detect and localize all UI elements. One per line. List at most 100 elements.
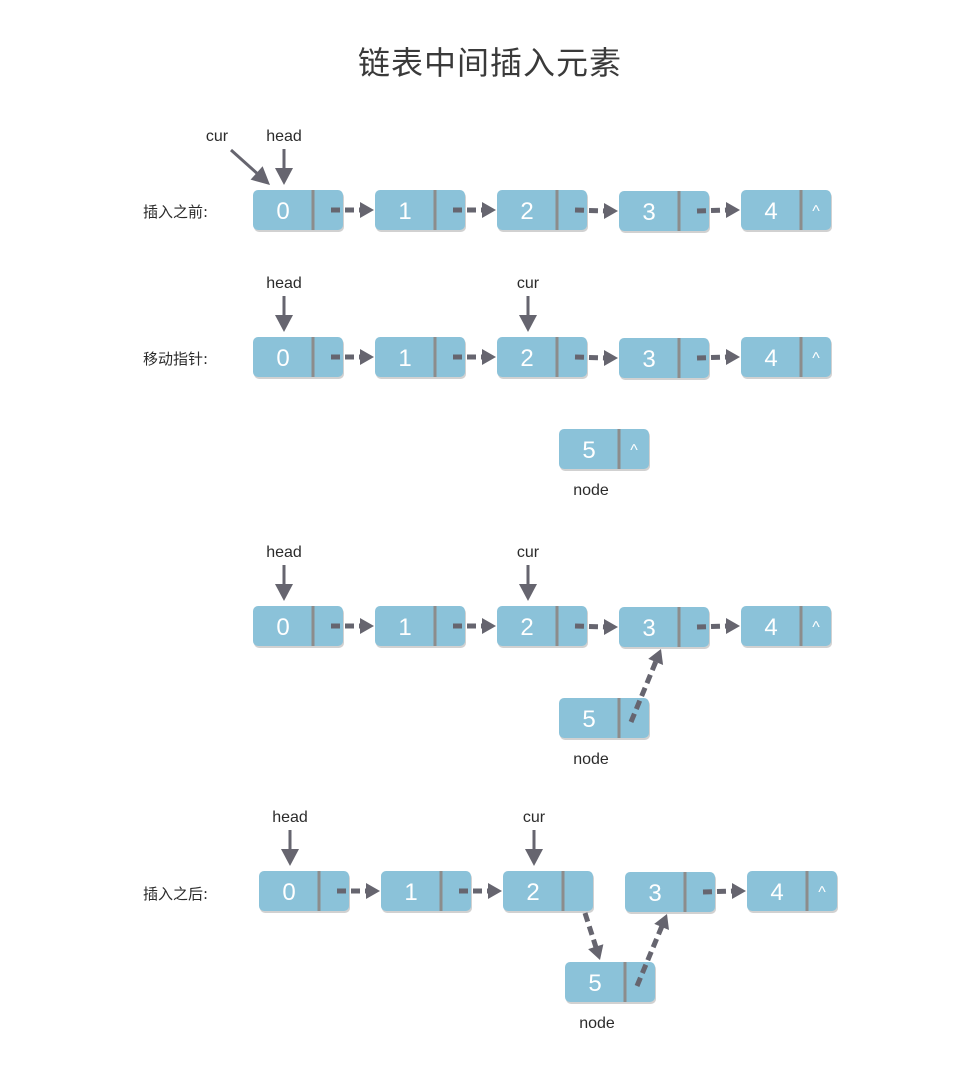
pointer-arrow-head <box>275 315 293 332</box>
node-value: 3 <box>642 346 655 373</box>
node-value: 4 <box>764 345 777 372</box>
list-node: 1 <box>375 337 466 379</box>
list-node: 1 <box>375 606 466 648</box>
node-caption: node <box>573 751 609 768</box>
list-node: 4^ <box>741 337 832 379</box>
node-value: 2 <box>526 879 539 906</box>
pointer-label: cur <box>523 809 546 826</box>
pointer-label: cur <box>517 275 540 292</box>
list-node: 1 <box>375 190 466 232</box>
node-box <box>619 338 709 378</box>
next-arrow-head <box>654 914 669 930</box>
list-node: 2 <box>503 871 594 913</box>
node-box <box>253 337 343 377</box>
next-arrow-head <box>604 350 618 366</box>
list-node: 0 <box>253 606 344 648</box>
pointer-arrow-head <box>525 849 543 866</box>
list-node: 2 <box>497 606 588 648</box>
pointer-label: head <box>266 275 302 292</box>
node-box <box>503 871 593 911</box>
stage-label: 移动指针: <box>143 350 208 368</box>
cur-pointer: cur <box>523 809 546 866</box>
node-caption: node <box>573 482 609 499</box>
node-value: 0 <box>276 614 289 641</box>
node-box <box>619 607 709 647</box>
head-pointer: head <box>266 128 302 185</box>
pointer-arrow-head <box>519 315 537 332</box>
list-node: 3 <box>619 607 710 649</box>
pointer-label: head <box>266 544 302 561</box>
head-pointer: head <box>272 809 308 866</box>
next-arrow-head <box>604 619 618 635</box>
null-pointer-symbol: ^ <box>812 350 820 367</box>
next-arrow-head <box>604 203 618 219</box>
cur-pointer: cur <box>517 544 540 601</box>
node-caption: node <box>579 1015 615 1032</box>
node-box <box>497 337 587 377</box>
list-node: 2 <box>497 190 588 232</box>
pointer-arrow-head <box>519 584 537 601</box>
pointer-arrow-head <box>275 168 293 185</box>
node-box <box>497 606 587 646</box>
list-node: 5 node <box>565 962 656 1032</box>
head-pointer: head <box>266 275 302 332</box>
list-node: 2 <box>497 337 588 379</box>
next-arrow-head <box>482 202 496 218</box>
next-link <box>628 659 659 723</box>
next-arrow-head <box>726 349 740 365</box>
list-node: 1 <box>381 871 472 913</box>
cur-pointer: cur <box>517 275 540 332</box>
next-link <box>696 354 729 361</box>
node-box <box>619 191 709 231</box>
next-arrow-head <box>726 202 740 218</box>
next-arrow-head <box>648 649 664 665</box>
next-link <box>574 207 607 214</box>
pointer-arrow-head <box>250 166 270 185</box>
pointer-label: head <box>272 809 308 826</box>
list-node: 3 <box>619 338 710 380</box>
next-link <box>574 354 607 361</box>
stage-label: 插入之后: <box>143 885 208 903</box>
next-arrow-head <box>482 618 496 634</box>
next-arrow-head <box>482 349 496 365</box>
node-value: 0 <box>276 198 289 225</box>
next-arrow-head <box>360 202 374 218</box>
node-value: 3 <box>642 199 655 226</box>
next-arrow-head <box>366 883 380 899</box>
node-box <box>741 190 831 230</box>
node-value: 2 <box>520 345 533 372</box>
node-value: 4 <box>764 198 777 225</box>
next-arrow-head <box>360 349 374 365</box>
next-arrow-head <box>488 883 502 899</box>
pointer-label: head <box>266 128 302 145</box>
next-link <box>702 888 735 895</box>
null-pointer-symbol: ^ <box>630 442 638 459</box>
next-link <box>634 924 665 987</box>
node-value: 5 <box>588 970 601 997</box>
node-value: 1 <box>398 614 411 641</box>
node-value: 4 <box>770 879 783 906</box>
node-value: 1 <box>398 198 411 225</box>
list-node: 0 <box>253 337 344 379</box>
next-link <box>696 207 729 214</box>
pointer-label: cur <box>206 128 229 145</box>
node-box <box>625 872 715 912</box>
node-box <box>253 190 343 230</box>
node-value: 4 <box>764 614 777 641</box>
head-pointer: head <box>266 544 302 601</box>
node-value: 2 <box>520 614 533 641</box>
next-link <box>574 623 607 630</box>
list-node: 0 <box>253 190 344 232</box>
node-value: 1 <box>404 879 417 906</box>
next-link <box>582 912 599 950</box>
node-box <box>559 429 649 469</box>
null-pointer-symbol: ^ <box>818 884 826 901</box>
next-link <box>696 623 729 630</box>
node-box <box>253 606 343 646</box>
list-node: 4^ <box>741 190 832 232</box>
